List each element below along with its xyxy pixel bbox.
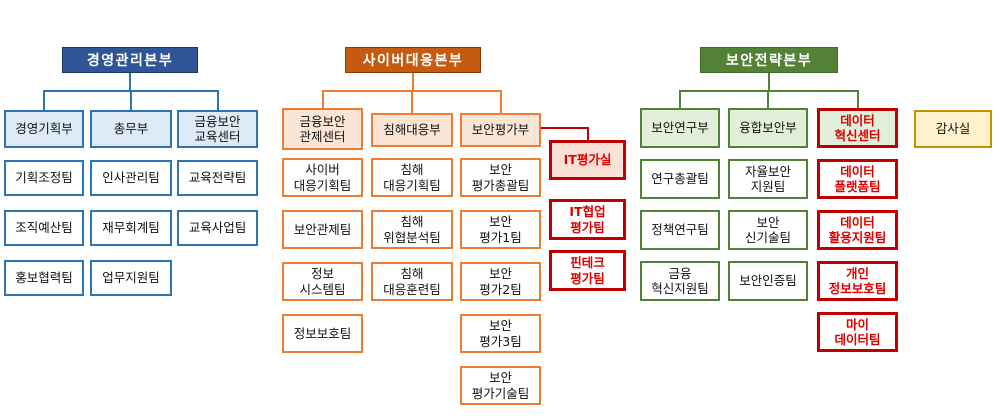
connector-line — [216, 90, 219, 110]
connector-line — [129, 73, 131, 90]
connector-line — [411, 90, 413, 113]
dept-box: 융합보안부 — [728, 108, 808, 148]
team-box: 보안 평가총괄팀 — [460, 158, 541, 197]
audit-office-box: 감사실 — [914, 110, 992, 148]
dept-box: 경영기획부 — [4, 110, 84, 148]
team-box: 교육사업팀 — [177, 210, 258, 246]
team-box: 금융 혁신지원팀 — [640, 261, 720, 301]
team-box: 보안 신기술팀 — [728, 210, 808, 250]
connector-line — [499, 90, 502, 113]
team-box: 데이터 플랫폼팀 — [817, 159, 898, 199]
dept-box: 보안평가부 — [460, 113, 541, 147]
team-box: 개인 정보보호팀 — [817, 261, 898, 301]
team-box: 보안 평가1팀 — [460, 210, 541, 249]
team-box: 업무지원팀 — [90, 260, 172, 296]
team-box: 침해 대응기획팀 — [371, 158, 453, 197]
connector-line — [679, 90, 681, 108]
team-box: 사이버 대응기획팀 — [282, 158, 363, 197]
team-box: 보안 평가기술팀 — [460, 366, 541, 405]
team-box: 핀테크 평가팀 — [549, 250, 626, 291]
connector-line — [856, 90, 859, 108]
dept-box: 보안연구부 — [640, 108, 720, 148]
team-box: 재무회계팀 — [90, 210, 172, 246]
team-box: 홍보협력팀 — [4, 260, 84, 296]
connector-line — [767, 90, 769, 108]
dept-box: 데이터 혁신센터 — [817, 108, 898, 148]
team-box: 데이터 활용지원팀 — [817, 210, 898, 250]
division-header-cyber: 사이버대응본부 — [345, 47, 481, 73]
team-box: 자율보안 지원팀 — [728, 159, 808, 199]
team-box: 정보 시스템팀 — [282, 262, 363, 301]
dept-box: IT평가실 — [549, 140, 626, 180]
connector-line — [130, 90, 132, 110]
connector-line — [587, 127, 589, 140]
team-box: 보안 평가3팀 — [460, 314, 541, 353]
team-box: 보안인증팀 — [728, 261, 808, 301]
team-box: 마이 데이터팀 — [817, 312, 898, 352]
connector-line — [541, 127, 589, 129]
dept-box: 금융보안 관제센터 — [282, 108, 363, 150]
team-box: 침해 대응훈련팀 — [371, 262, 453, 301]
team-box: 인사관리팀 — [90, 160, 172, 196]
team-box: 조직예산팀 — [4, 210, 84, 246]
dept-box: 총무부 — [90, 110, 172, 148]
team-box: 정보보호팀 — [282, 314, 363, 353]
connector-line — [43, 90, 45, 110]
connector-line — [412, 73, 414, 90]
division-header-strategy: 보안전략본부 — [700, 47, 838, 73]
dept-box: 금융보안 교육센터 — [177, 110, 258, 148]
dept-box: 침해대응부 — [371, 113, 453, 147]
team-box: 정책연구팀 — [640, 210, 720, 250]
team-box: 교육전략팀 — [177, 160, 258, 196]
connector-line — [321, 90, 324, 108]
division-header-management: 경영관리본부 — [62, 47, 198, 73]
team-box: 연구총괄팀 — [640, 159, 720, 199]
team-box: 보안관제팀 — [282, 210, 363, 249]
team-box: IT협업 평가팀 — [549, 199, 626, 240]
team-box: 기획조정팀 — [4, 160, 84, 196]
team-box: 침해 위협분석팀 — [371, 210, 453, 249]
team-box: 보안 평가2팀 — [460, 262, 541, 301]
connector-line — [768, 73, 770, 90]
